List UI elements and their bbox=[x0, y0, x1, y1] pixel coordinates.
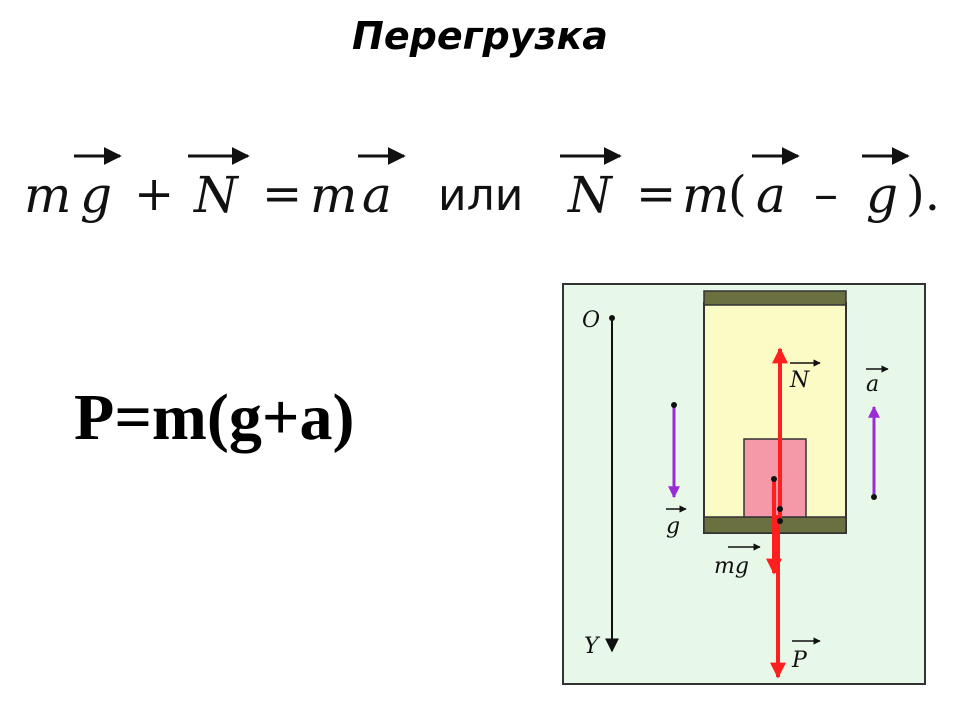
weight-label: P bbox=[791, 648, 808, 673]
eq-accel-symbol-2: a bbox=[756, 166, 786, 224]
eq-normal-symbol: N bbox=[193, 166, 240, 224]
eq-mass-symbol-2: m bbox=[682, 166, 729, 224]
eq-mass-symbol: m bbox=[24, 166, 71, 224]
eq-equals: = bbox=[262, 166, 302, 222]
elevator-diagram: O Y g a N mg P bbox=[562, 283, 926, 685]
eq-accel-symbol: a bbox=[362, 166, 392, 224]
eq-connector: или bbox=[438, 170, 523, 221]
gravity-force-label: mg bbox=[714, 554, 749, 579]
weight-formula: P=m(g+a) bbox=[74, 381, 355, 454]
gravity-label: g bbox=[666, 514, 680, 539]
eq-gravity-symbol: g bbox=[80, 166, 112, 224]
force-equation: m g + N = m a или N = m ( a – g ). bbox=[24, 147, 940, 224]
block-center-dot bbox=[771, 476, 777, 482]
gravity-vector-origin bbox=[671, 402, 677, 408]
acceleration-vector-origin bbox=[871, 494, 877, 500]
eq-mass-symbol-rhs: m bbox=[310, 166, 357, 224]
eq-minus: – bbox=[814, 166, 838, 222]
axis-label: Y bbox=[584, 634, 601, 659]
contact-dot-upper bbox=[777, 506, 783, 512]
acceleration-label: a bbox=[866, 372, 879, 397]
eq-plus: + bbox=[134, 166, 174, 222]
normal-force-label: N bbox=[789, 368, 810, 393]
eq-equals-2: = bbox=[636, 166, 676, 222]
cabin-ceiling bbox=[703, 290, 847, 306]
eq-close-paren: ). bbox=[906, 166, 940, 222]
eq-normal-symbol-2: N bbox=[567, 166, 614, 224]
origin-label: O bbox=[582, 308, 600, 333]
eq-open-paren: ( bbox=[728, 166, 747, 222]
eq-gravity-symbol-2: g bbox=[866, 166, 898, 224]
origin-dot bbox=[609, 315, 615, 321]
contact-dot-lower bbox=[777, 518, 783, 524]
page-title: Перегрузка bbox=[352, 14, 608, 58]
